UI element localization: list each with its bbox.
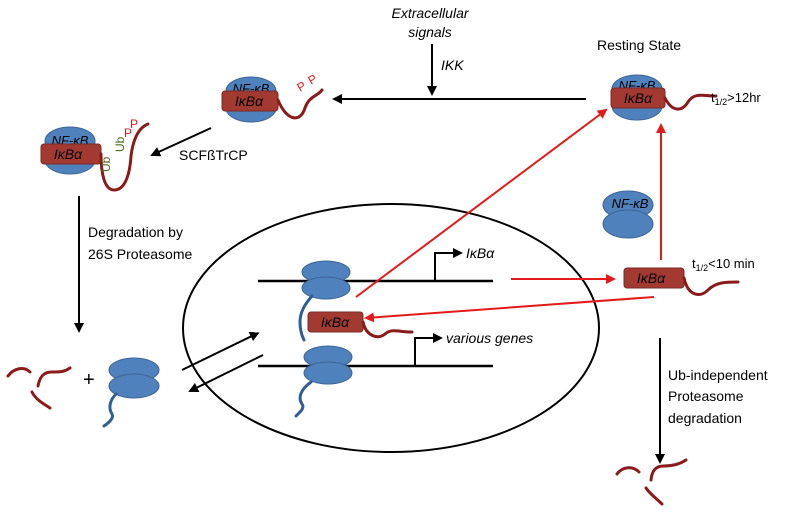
ikk-label: IKK (441, 57, 464, 73)
free-nfkb-left (102, 357, 160, 428)
ikba-gene-promoter-arrow (434, 248, 463, 281)
ub-independent-label-2: Proteasome (668, 388, 744, 404)
nucleus (182, 203, 600, 453)
export-arrow (188, 354, 264, 392)
import-arrow (181, 332, 260, 371)
nfkb-bound-various-genes (294, 345, 353, 418)
degradation-label-2: 26S Proteasome (88, 246, 192, 262)
nuclear-ikba-label: IκBα (321, 314, 350, 330)
various-genes-promoter-arrow (414, 333, 443, 366)
degradation-label-1: Degradation by (88, 224, 183, 240)
ub-phospho-mark-1: P (124, 126, 132, 140)
ub-mark-1: Ub (99, 156, 113, 172)
degraded-fragments-right (615, 458, 688, 506)
phosphorylated-complex: NF-κB IκBα P P (221, 71, 324, 123)
nfkb-bound-ikba-gene (298, 260, 351, 342)
resting-complex: NF-κB IκBα (610, 74, 718, 121)
signals-label: signals (408, 24, 452, 40)
plus-sign: + (83, 369, 95, 391)
ikba-nuclear-import-arrow (364, 296, 655, 323)
phospho-mark-1: P (295, 78, 309, 94)
free-ikba-label: IκBα (637, 270, 666, 286)
nuclear-export-arrow (355, 108, 608, 298)
phospho-mark-2: P (306, 71, 320, 87)
ub-mark-2: Ub (113, 136, 127, 152)
scf-arrow (150, 127, 212, 157)
free-ikba: IκBα (623, 267, 740, 296)
ubiquitinated-complex: NF-κB IκBα Ub Ub P P (40, 117, 150, 192)
resting-ikba-label: IκBα (624, 90, 653, 106)
ub-independent-label-1: Ub-independent (668, 367, 768, 383)
free-half-life: t1/2<10 min (692, 256, 755, 273)
ub-ikba-label: IκBα (54, 146, 83, 162)
resting-state-label: Resting State (597, 37, 681, 53)
ikba-gene-label: IκBα (466, 245, 495, 261)
scf-label: SCFßTrCP (179, 147, 248, 163)
various-genes-label: various genes (446, 330, 533, 346)
extracellular-label: Extracellular (391, 5, 469, 21)
resting-half-life: t1/2>12hr (711, 90, 761, 107)
free-nfkb-right: NF-κB (602, 190, 654, 239)
ub-phospho-mark-2: P (130, 117, 138, 131)
phospho-ikba-label: IκBα (235, 93, 264, 109)
free-nfkb-label: NF-κB (612, 196, 649, 211)
ub-independent-label-3: degradation (668, 410, 742, 426)
nuclear-ikba: IκBα (307, 311, 414, 339)
degraded-fragments-left (6, 366, 72, 410)
